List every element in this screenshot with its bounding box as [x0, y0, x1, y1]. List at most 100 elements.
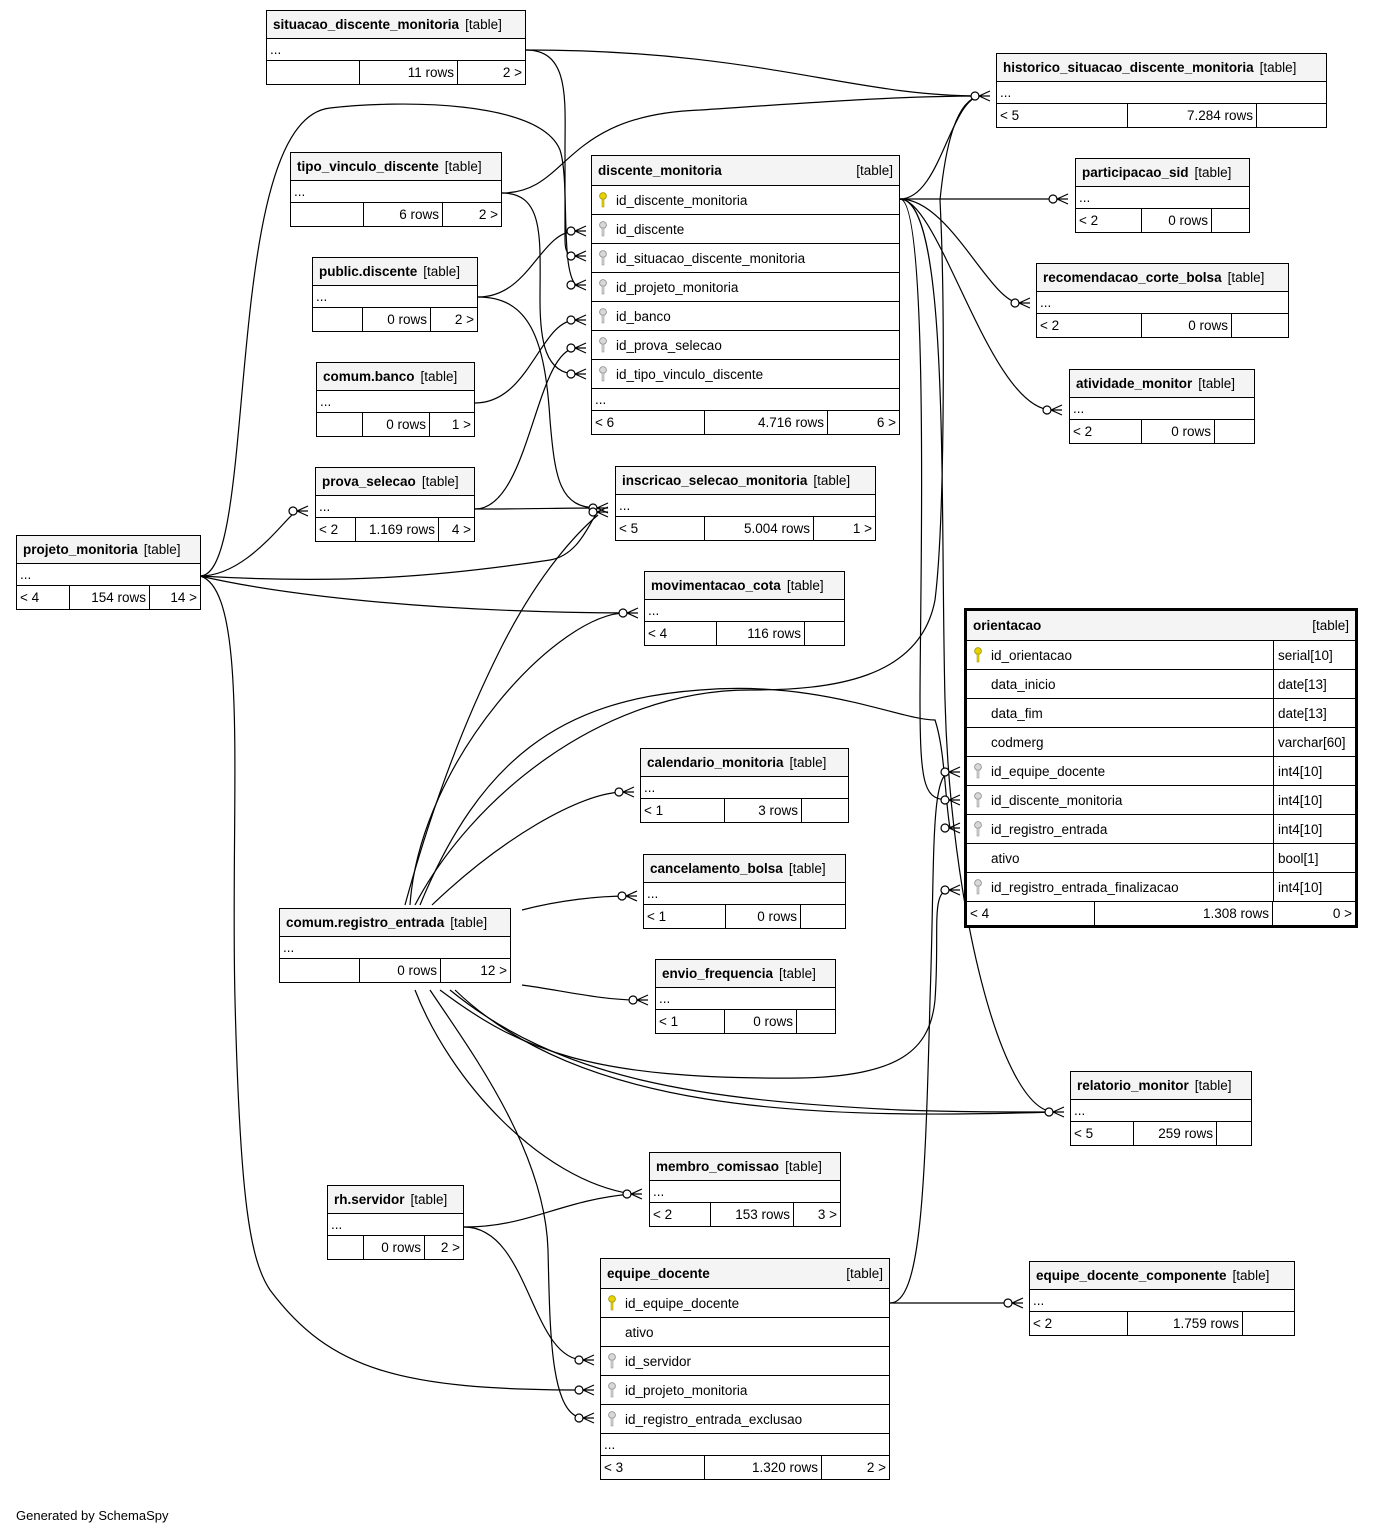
table-equipe-docente-componente[interactable]: equipe_docente_componente[table] ... < 2…: [1029, 1261, 1295, 1336]
column-type: date[13]: [1273, 699, 1355, 727]
row-count: 0 rows: [363, 413, 430, 436]
relationship-line: [501, 192, 577, 375]
table-inscricao-selecao-monitoria[interactable]: inscricao_selecao_monitoria[table] ... <…: [615, 466, 876, 541]
column-name: data_fim: [991, 705, 1043, 721]
column-name: id_prova_selecao: [616, 337, 722, 353]
zero-or-many-marker: [574, 1354, 595, 1366]
children-count: 1 >: [852, 521, 872, 536]
relationship-line: [199, 510, 299, 577]
children-count: 12 >: [480, 963, 507, 978]
more-columns: ...: [316, 496, 474, 518]
parents-count: < 1: [644, 905, 726, 928]
table-name: envio_frequencia: [662, 966, 774, 981]
children-count: 4 >: [451, 522, 471, 537]
more-columns: ...: [650, 1181, 840, 1203]
relationship-line: [463, 1193, 633, 1228]
foreign-key-icon: [592, 221, 614, 237]
table-situacao-discente-monitoria[interactable]: situacao_discente_monitoria[table] ... 1…: [266, 10, 526, 85]
table-name: atividade_monitor: [1076, 376, 1193, 391]
foreign-key-icon: [601, 1382, 623, 1398]
row-count: 1.759 rows: [1128, 1312, 1243, 1335]
parents-count: < 2: [1076, 209, 1142, 232]
table-type: [table]: [786, 578, 824, 593]
parents-count: < 2: [1030, 1312, 1128, 1335]
table-type: [table]: [421, 474, 459, 489]
parents-count: < 5: [997, 104, 1128, 127]
relationship-line: [474, 347, 577, 510]
foreign-key-icon: [592, 337, 614, 353]
table-type: [table]: [1194, 1078, 1232, 1093]
row-count: 259 rows: [1134, 1122, 1217, 1145]
table-name: comum.banco: [323, 369, 415, 384]
zero-or-many-marker: [940, 794, 961, 806]
more-columns: ...: [644, 883, 845, 905]
children-count: [1217, 1122, 1251, 1145]
column-name: ativo: [991, 850, 1020, 866]
row-count: 4.716 rows: [705, 411, 828, 434]
foreign-key-icon: [967, 763, 989, 779]
column-name: codmerg: [991, 734, 1044, 750]
table-historico-situacao-discente-monitoria[interactable]: historico_situacao_discente_monitoria[ta…: [996, 53, 1327, 128]
row-count: 1.308 rows: [1095, 902, 1273, 925]
relationship-line: [431, 791, 625, 906]
foreign-key-icon: [592, 279, 614, 295]
relationship-line: [463, 1226, 585, 1361]
zero-or-many-marker: [566, 279, 587, 291]
table-name: discente_monitoria: [598, 163, 722, 178]
row-count: 0 rows: [1142, 420, 1215, 443]
relationship-line: [889, 771, 951, 1304]
parents-count: [313, 308, 363, 331]
table-name: projeto_monitoria: [23, 542, 138, 557]
table-type: [table]: [465, 17, 502, 32]
more-columns: ...: [291, 181, 501, 203]
table-type: [table]: [813, 473, 851, 488]
more-columns: ...: [1037, 292, 1288, 314]
column-type: varchar[60]: [1273, 728, 1355, 756]
more-columns: ...: [997, 82, 1326, 104]
table-type: [table]: [423, 264, 461, 279]
column-name: id_situacao_discente_monitoria: [616, 250, 806, 266]
column-row: id_prova_selecao: [592, 331, 899, 360]
relationship-line: [414, 989, 633, 1195]
column-row: id_discente: [592, 215, 899, 244]
table-equipe-docente[interactable]: equipe_docente[table] id_equipe_docente …: [600, 1258, 890, 1480]
children-count: 2 >: [502, 65, 522, 80]
relationship-line: [409, 612, 629, 906]
more-columns: ...: [1030, 1290, 1294, 1312]
more-columns: ...: [17, 564, 200, 586]
children-count: 6 >: [876, 415, 896, 430]
column-name: id_tipo_vinculo_discente: [616, 366, 764, 382]
more-columns: ...: [1071, 1100, 1251, 1122]
row-count: 0 rows: [1142, 314, 1232, 337]
more-columns: ...: [592, 389, 899, 411]
foreign-key-icon: [592, 250, 614, 266]
parents-count: < 4: [645, 622, 717, 645]
table-type: [table]: [1259, 60, 1297, 75]
primary-key-icon: [592, 192, 614, 208]
table-discente-monitoria[interactable]: discente_monitoria[table] id_discente_mo…: [591, 155, 900, 435]
table-comum-registro-entrada[interactable]: comum.registro_entrada[table] ... 0 rows…: [279, 908, 511, 983]
parents-count: < 2: [316, 518, 356, 541]
row-count: 3 rows: [725, 799, 802, 822]
column-name: id_discente: [616, 221, 685, 237]
table-type: [table]: [444, 159, 482, 174]
row-count: 0 rows: [364, 1236, 425, 1259]
